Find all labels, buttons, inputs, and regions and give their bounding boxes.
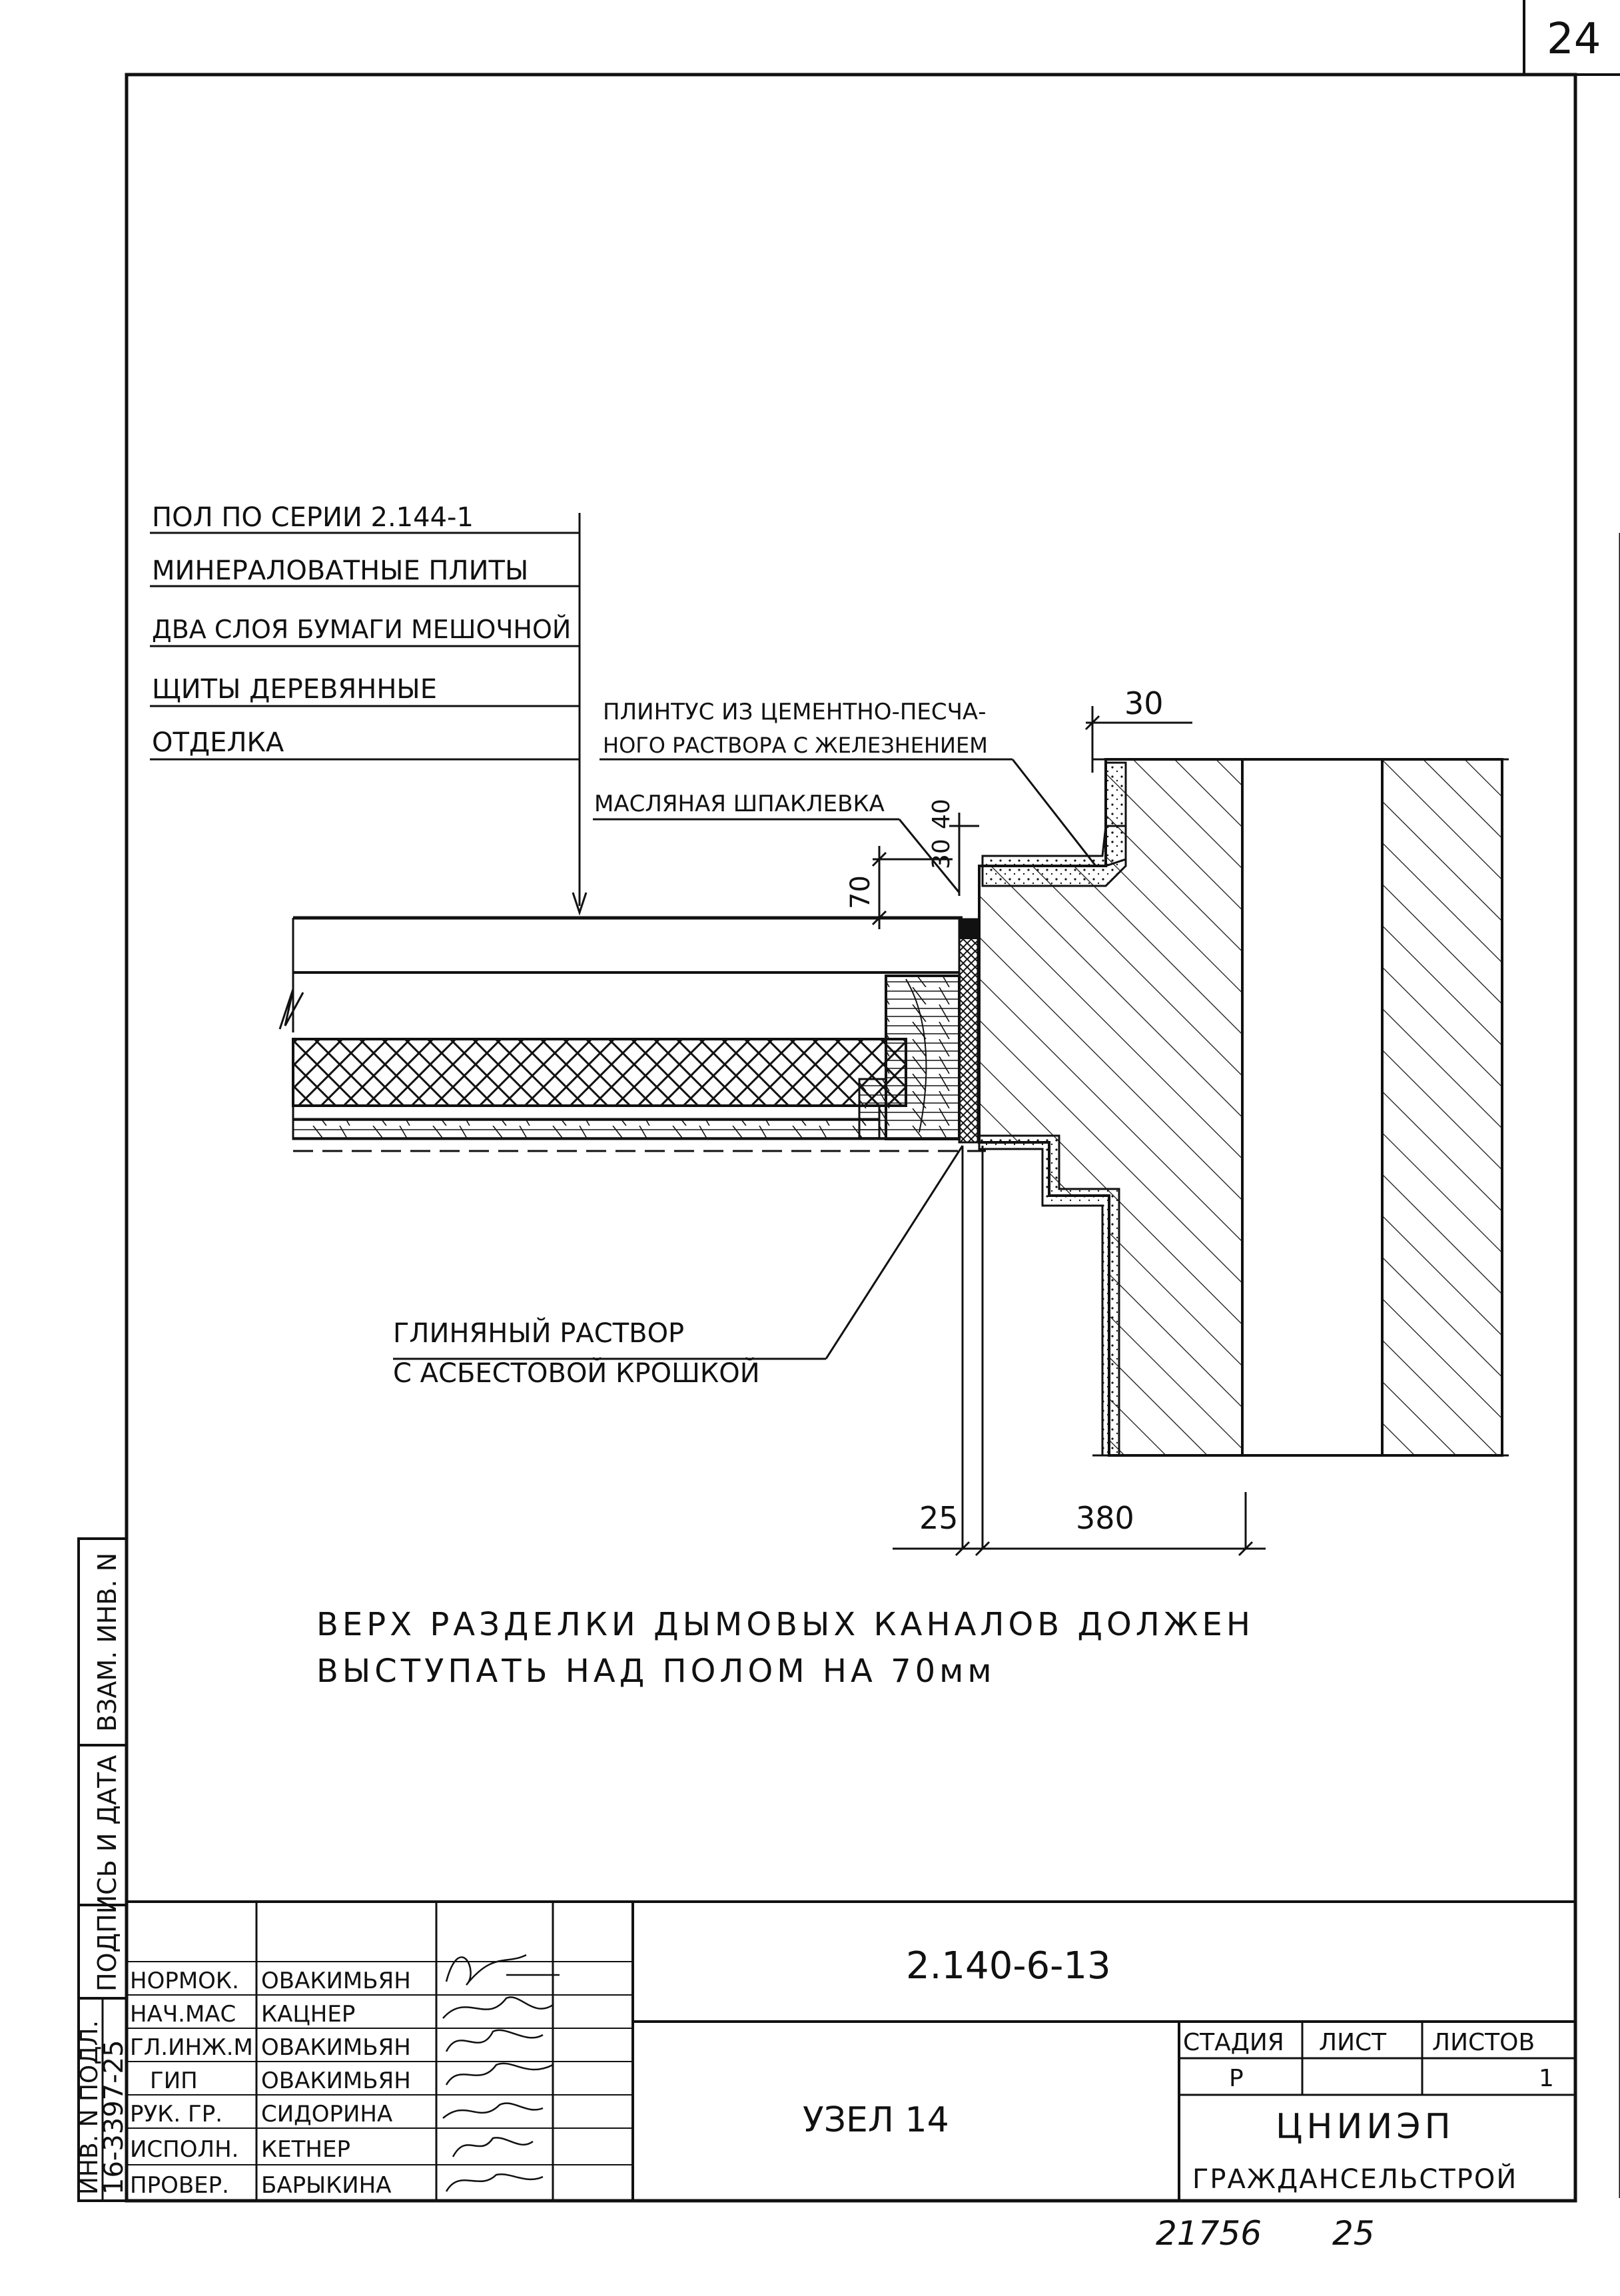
staff-name-7: БАРЫКИНА — [261, 2172, 391, 2199]
callout-wood-shields: ЩИТЫ ДЕРЕВЯННЫЕ — [152, 674, 437, 705]
stamp-signature-date: ПОДПИСЬ И ДАТА — [93, 1755, 122, 1992]
organization-line1: ЦНИИЭП — [1276, 2107, 1455, 2147]
callout-oil-putty: МАСЛЯНАЯ ШПАКЛЕВКА — [594, 791, 885, 817]
callout-floor-series: ПОЛ ПО СЕРИИ 2.144-1 — [152, 502, 474, 533]
organization-line2: ГРАЖДАНСЕЛЬСТРОЙ — [1192, 2163, 1517, 2195]
floor-section — [278, 916, 1247, 1549]
stamp-inv-value: 16-3397-25 — [99, 2040, 129, 2195]
note-line1: ВЕРХ РАЗДЕЛКИ ДЫМОВЫХ КАНАЛОВ ДОЛЖЕН — [316, 1606, 1254, 1643]
staff-role-3: ГЛ.ИНЖ.М — [130, 2034, 253, 2061]
staff-name-1: ОВАКИМЬЯН — [261, 1968, 411, 1994]
dimension-lines — [871, 706, 1266, 1557]
stage-value: Р — [1229, 2065, 1244, 2092]
sheet-header: ЛИСТ — [1319, 2029, 1387, 2056]
side-stamp-strip — [77, 1537, 128, 2202]
corner-sheet-number: 24 — [1547, 15, 1601, 64]
staff-role-4: ГИП — [150, 2068, 198, 2094]
title-block-grid — [127, 1900, 1575, 2201]
staff-name-5: СИДОРИНА — [261, 2101, 392, 2127]
staff-name-2: КАЦНЕР — [261, 2001, 355, 2028]
stage-header: СТАДИЯ — [1183, 2029, 1284, 2056]
callout-leaders — [150, 513, 1097, 1360]
stamp-replace-inv: ВЗАМ. ИНВ. N — [93, 1553, 122, 1732]
document-code: 2.140-6-13 — [906, 1944, 1111, 1988]
staff-role-6: ИСПОЛН. — [130, 2136, 238, 2163]
note-line2: ВЫСТУПАТЬ НАД ПОЛОМ НА 70мм — [316, 1653, 996, 1690]
staff-name-4: ОВАКИМЬЯН — [261, 2068, 411, 2094]
staff-role-7: ПРОВЕР. — [130, 2172, 229, 2199]
staff-role-2: НАЧ.МАС — [130, 2001, 236, 2028]
wall-section — [978, 758, 1509, 1457]
callout-clay-line1: ГЛИНЯНЫЙ РАСТВОР — [393, 1317, 684, 1349]
staff-name-3: ОВАКИМЬЯН — [261, 2034, 411, 2061]
node-title: УЗЕЛ 14 — [803, 2100, 949, 2140]
dim-380: 380 — [1076, 1500, 1134, 1536]
dim-30: 30 — [928, 839, 955, 869]
staff-role-5: РУК. ГР. — [130, 2101, 222, 2127]
sheets-value: 1 — [1539, 2065, 1554, 2092]
signature-scribbles — [442, 1954, 560, 2192]
callout-paper-layers: ДВА СЛОЯ БУМАГИ МЕШОЧНОЙ — [152, 615, 571, 644]
dim-70: 70 — [845, 875, 876, 909]
callout-finish: ОТДЕЛКА — [152, 727, 284, 758]
sheets-header: ЛИСТОВ — [1432, 2029, 1535, 2056]
dim-25: 25 — [919, 1500, 959, 1536]
dim-40: 40 — [928, 799, 955, 829]
bottom-right-number: 25 — [1332, 2214, 1375, 2253]
callout-plinth-line1: ПЛИНТУС ИЗ ЦЕМЕНТНО-ПЕСЧА- — [603, 699, 986, 725]
stamp-inv-no: ИНВ. N ПОДЛ. — [76, 2020, 103, 2195]
dim-30-top: 30 — [1124, 685, 1164, 721]
callout-plinth-line2: НОГО РАСТВОРА С ЖЕЛЕЗНЕНИЕМ — [603, 733, 988, 758]
callout-mineral-wool: МИНЕРАЛОВАТНЫЕ ПЛИТЫ — [152, 556, 528, 586]
staff-name-6: КЕТНЕР — [261, 2136, 350, 2163]
staff-role-1: НОРМОК. — [130, 1968, 239, 1994]
callout-clay-line2: С АСБЕСТОВОЙ КРОШКОЙ — [393, 1357, 760, 1389]
sheet-frame — [125, 0, 1620, 2203]
bottom-left-number: 21756 — [1156, 2214, 1262, 2253]
